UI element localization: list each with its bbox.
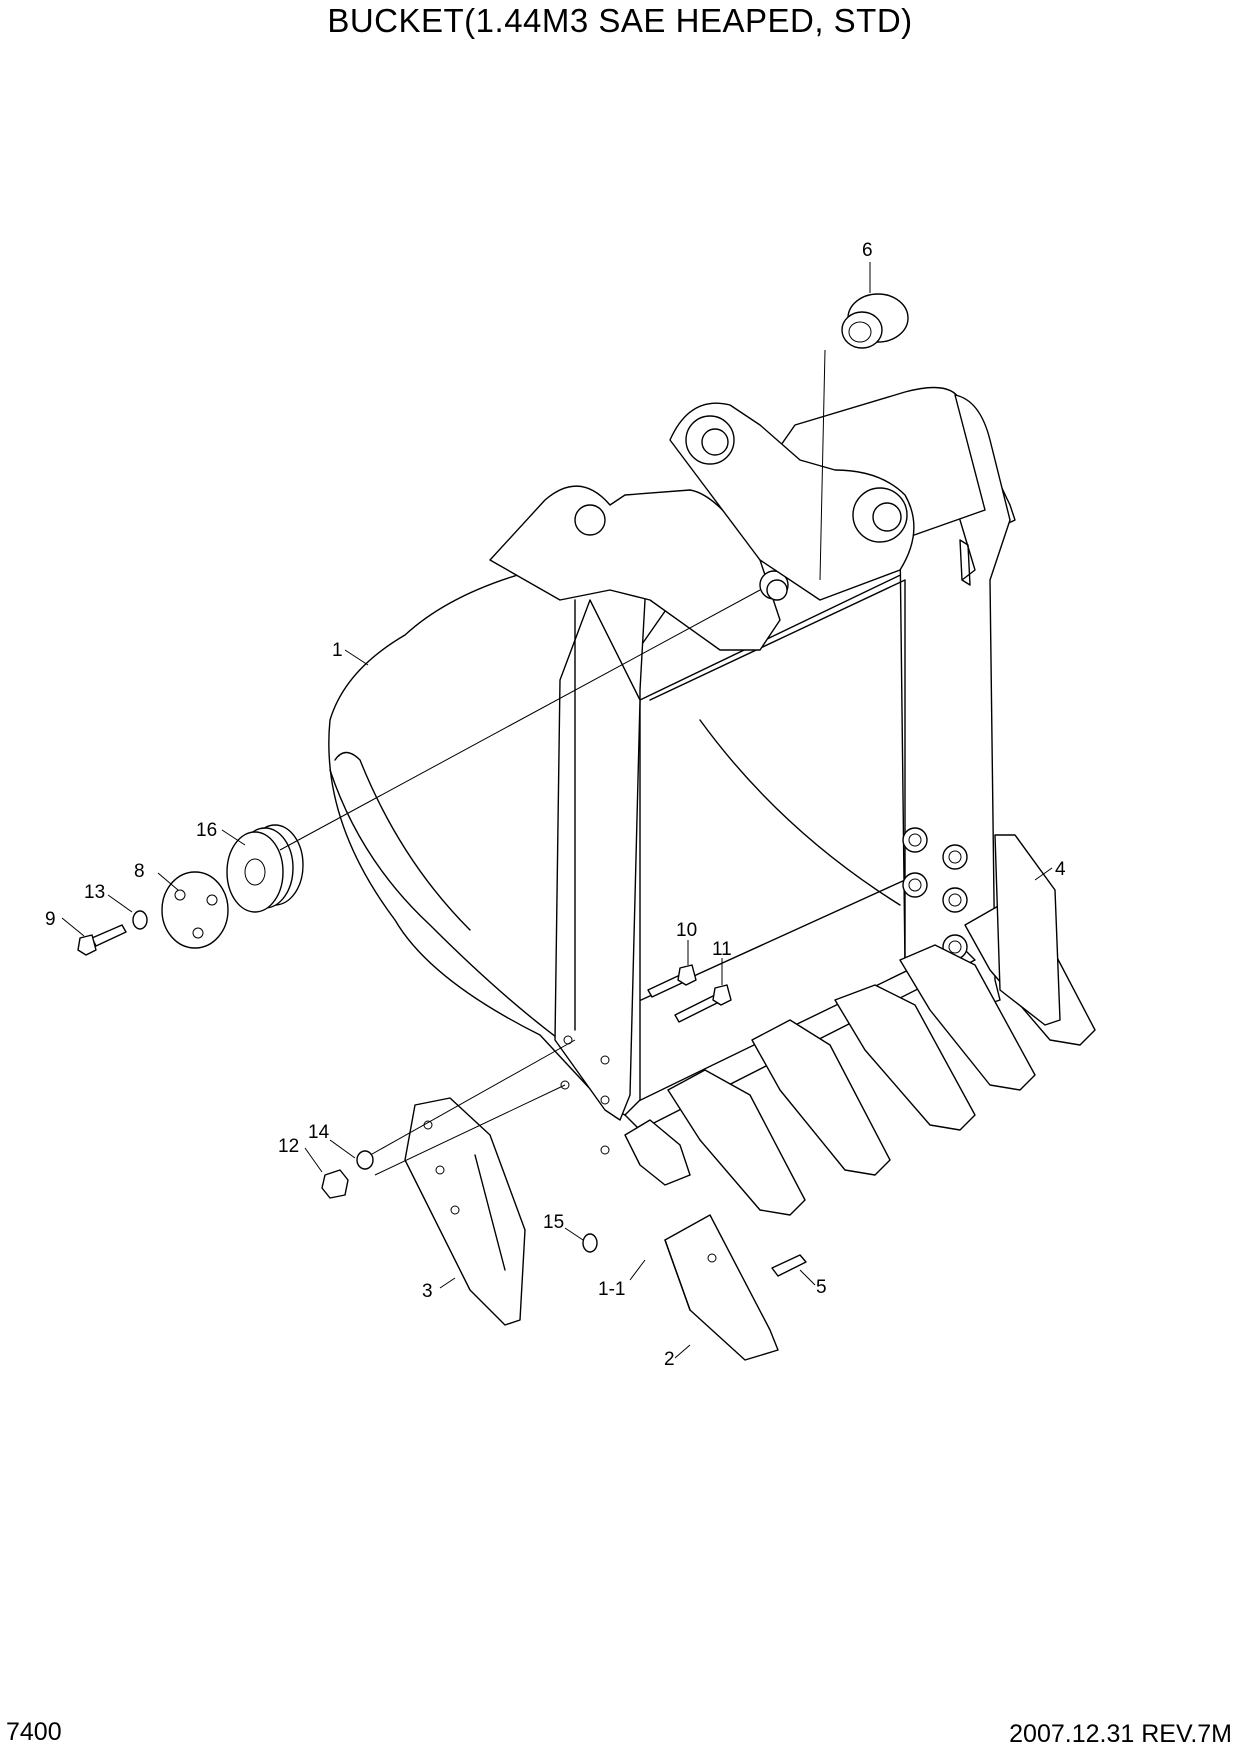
callout-11: 11 <box>712 939 732 960</box>
washer-13 <box>132 910 148 930</box>
washer-14 <box>356 1150 374 1170</box>
page-title: BUCKET(1.44M3 SAE HEAPED, STD) <box>327 2 913 39</box>
callout-10: 10 <box>676 920 697 941</box>
washer-15 <box>582 1233 598 1253</box>
nut-12 <box>321 1169 349 1199</box>
callout-14: 14 <box>308 1122 330 1143</box>
callout-1-1: 1-1 <box>598 1279 625 1300</box>
bolt-9 <box>77 924 127 956</box>
callout-6: 6 <box>862 240 873 261</box>
callout-15: 15 <box>543 1212 564 1233</box>
side-cutter-3 <box>404 1097 526 1326</box>
revision-stamp: 2007.12.31 REV.7M <box>1009 1720 1232 1748</box>
leader-lines <box>61 262 1053 1359</box>
callout-13: 13 <box>84 882 105 903</box>
side-cutter-4 <box>994 834 1061 1026</box>
callout-2: 2 <box>664 1349 675 1370</box>
side-bolt-group <box>902 827 968 960</box>
callout-1: 1 <box>332 640 343 661</box>
bucket-teeth <box>624 904 1096 1361</box>
callout-4: 4 <box>1055 859 1066 880</box>
callout-12: 12 <box>278 1136 299 1157</box>
callout-9: 9 <box>45 909 56 930</box>
tooth-pin-5 <box>771 1254 807 1277</box>
callout-8: 8 <box>134 861 145 882</box>
callout-5: 5 <box>816 1277 827 1298</box>
bushing-6 <box>841 293 909 349</box>
bolt-10 <box>647 964 697 998</box>
bolt-11 <box>674 984 732 1023</box>
page-number: 7400 <box>6 1718 62 1746</box>
plate-8 <box>161 871 229 949</box>
callout-16: 16 <box>196 820 217 841</box>
shim-16 <box>226 824 304 913</box>
callout-3: 3 <box>422 1281 433 1302</box>
